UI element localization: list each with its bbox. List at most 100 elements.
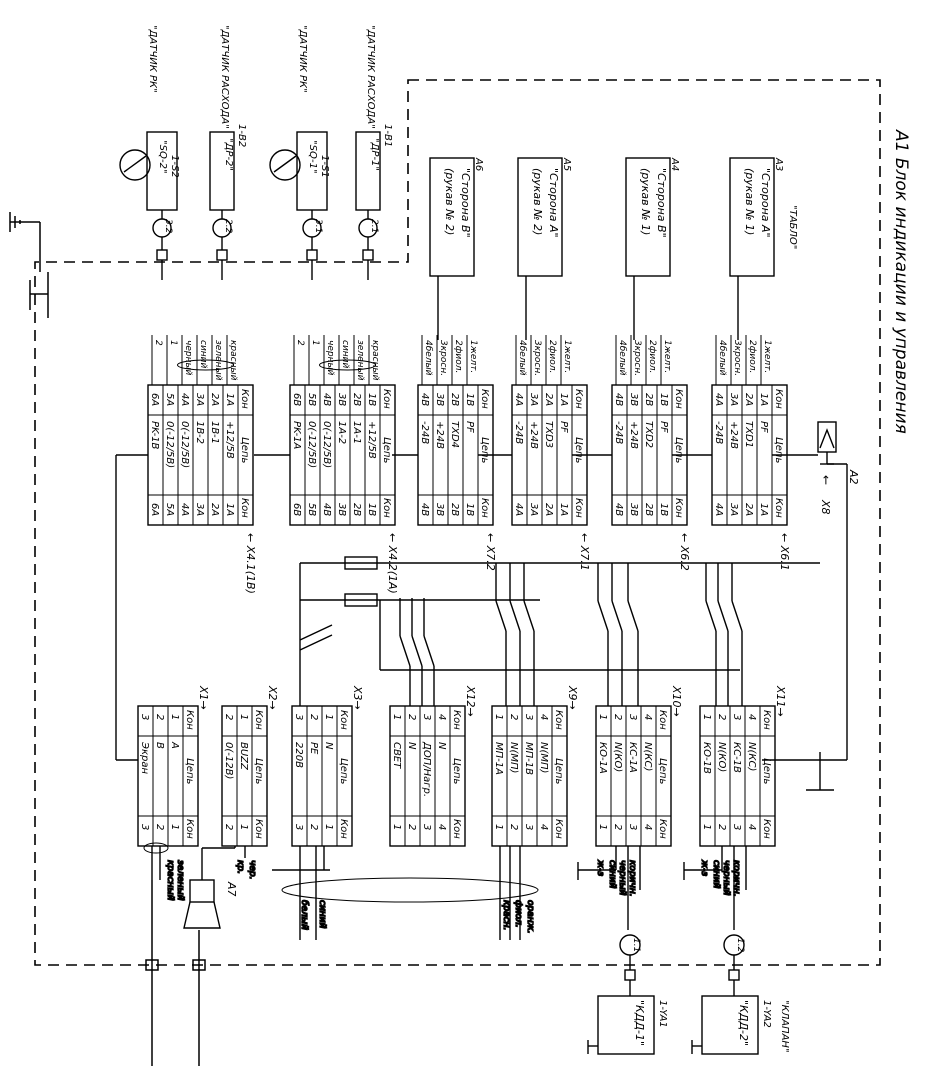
panel-box: [625, 157, 671, 277]
cell-circuit: 1A-1: [351, 421, 362, 444]
cell-circuit: +24B: [728, 421, 739, 449]
fuse-1: [344, 556, 378, 570]
cell-circuit: ДОП/Нагр.: [421, 741, 432, 797]
sensor-name: "SQ-2": [157, 140, 168, 174]
connector-plug: [728, 969, 740, 981]
cell-circuit: PF: [758, 421, 769, 433]
wire-label: ж-з: [699, 859, 709, 876]
shield-ring: [281, 877, 539, 903]
hdr-kon: Кон: [184, 710, 195, 730]
buzzer-a7: [183, 847, 235, 929]
panel-box: [517, 157, 563, 277]
ring-label: 2.1: [369, 219, 379, 233]
cell-kon-left: 4A: [713, 393, 724, 406]
cell-circuit: КО-1В: [701, 742, 712, 774]
cell-kon-right: 6B: [291, 503, 302, 516]
a7-label: A7: [225, 881, 238, 897]
ring-label: 3.1: [313, 219, 323, 233]
cell-kon-right: 3: [731, 824, 742, 830]
cell-kon-left: 2B: [643, 393, 654, 406]
cell-kon-right: 1: [701, 824, 712, 830]
block-name: ← X7.1: [578, 533, 591, 571]
sensor-name: "ДР-1": [369, 138, 380, 171]
hdr-kon: Кон: [657, 819, 668, 839]
cell-kon-right: 2A: [543, 503, 554, 516]
block-name: X2→: [266, 685, 279, 710]
wire-label: коричн.: [627, 860, 637, 897]
switch-contact: [627, 600, 639, 632]
cell-kon-right: 3B: [336, 503, 347, 516]
a1-boundary: [34, 79, 881, 966]
cell-kon-right: 3: [293, 824, 304, 830]
cell-kon-right: 5B: [306, 503, 317, 516]
cell-kon-right: 2: [154, 824, 165, 830]
panel-id: A5: [561, 157, 572, 171]
hdr-kon: Кон: [338, 710, 349, 730]
wire-label: 2фиол.: [547, 340, 557, 373]
cell-kon-right: 2: [308, 824, 319, 830]
hdr-kon: Кон: [253, 819, 264, 839]
wire-label: черный: [183, 340, 193, 376]
cell-kon-left: 2A: [209, 393, 220, 406]
sensor-tag: "ДАТЧИК РАСХОДА": [365, 25, 376, 129]
hdr-kon: Кон: [773, 389, 784, 409]
cell-kon-left: 3: [731, 714, 742, 720]
wire-label: синий: [607, 860, 617, 889]
cell-circuit: N(МП): [508, 742, 519, 773]
cell-kon-left: 4: [642, 714, 653, 720]
cell-kon-left: 1: [391, 714, 402, 720]
wire-label: 1: [168, 340, 178, 346]
panel-line1: "Сторона В": [459, 168, 472, 238]
hdr-cep: Цепь: [381, 437, 392, 463]
wire-label: чер.: [247, 860, 257, 879]
cell-kon-right: 3A: [728, 503, 739, 516]
cell-kon-left: 3: [421, 714, 432, 720]
block-x411: КонЦепьКон1A+12/5B1A2A1B-12A3A1B-23A4A0(…: [147, 335, 257, 594]
panel-line2: (рукав № 1): [743, 168, 756, 235]
cell-kon-left: 3: [627, 714, 638, 720]
block-name: X11→: [774, 685, 787, 717]
cell-circuit: PK-1B: [149, 421, 160, 450]
panel-id: A4: [669, 157, 680, 171]
sensors-group: "ДАТЧИК РК""SQ-2"1-S23.2"ДАТЧИК РАСХОДА"…: [119, 25, 393, 280]
shield-ring: [143, 842, 169, 854]
cell-circuit: TXD2: [643, 421, 654, 448]
valve-name: "КДД-2": [737, 1000, 750, 1046]
block-name: ← X6.2: [678, 533, 691, 571]
panel-line2: (рукав № 1): [639, 168, 652, 235]
cell-kon-right: 3B: [434, 503, 445, 516]
cell-kon-left: 1: [701, 714, 712, 720]
cell-kon-left: 2B: [351, 393, 362, 406]
cell-circuit: КС-1А: [627, 742, 638, 773]
cell-kon-right: 3: [421, 824, 432, 830]
cell-kon-right: 3A: [528, 503, 539, 516]
wire-label: 3кросн.: [532, 340, 542, 376]
switch-contact: [423, 635, 435, 667]
wire-label: синий: [198, 340, 208, 369]
panel-box: [729, 157, 775, 277]
hdr-kon: Кон: [553, 819, 564, 839]
cell-kon-left: 3B: [628, 393, 639, 406]
valve-tag: "КЛАПАН": [779, 1000, 790, 1053]
hdr-kon: Кон: [761, 819, 772, 839]
cell-kon-right: 4A: [713, 503, 724, 516]
sensor-tag: "ДАТЧИК РК": [297, 25, 308, 93]
cell-circuit: N: [323, 742, 334, 750]
block-x10: КонЦепьКон4N(КС)43КС-1А32N(КО)21КО-1А1X1…: [595, 685, 683, 847]
cell-circuit: BUZZ: [238, 742, 249, 771]
wire-label: 1желт.: [562, 340, 572, 373]
hdr-kon: Кон: [451, 710, 462, 730]
cell-kon-right: 2B: [351, 503, 362, 516]
shield-ring: [319, 359, 376, 371]
wire-label: синий: [711, 860, 721, 889]
cell-circuit: A: [169, 741, 180, 749]
cell-kon-left: 4A: [513, 393, 524, 406]
wire-label: ж-з: [595, 859, 605, 876]
block-x9: КонЦепьКон4N(МП)43МП-1В32N(МП)21МП-1А1X9…: [491, 685, 579, 847]
cell-circuit: N: [436, 742, 447, 750]
top-terminal-blocks: КонЦепьКон1A+12/5B1A2A1B-12A3A1B-23A4A0(…: [147, 335, 791, 594]
valve-1: 1.1"КДД-1"1-YA1: [587, 934, 668, 1055]
hdr-cep: Цепь: [451, 758, 462, 784]
